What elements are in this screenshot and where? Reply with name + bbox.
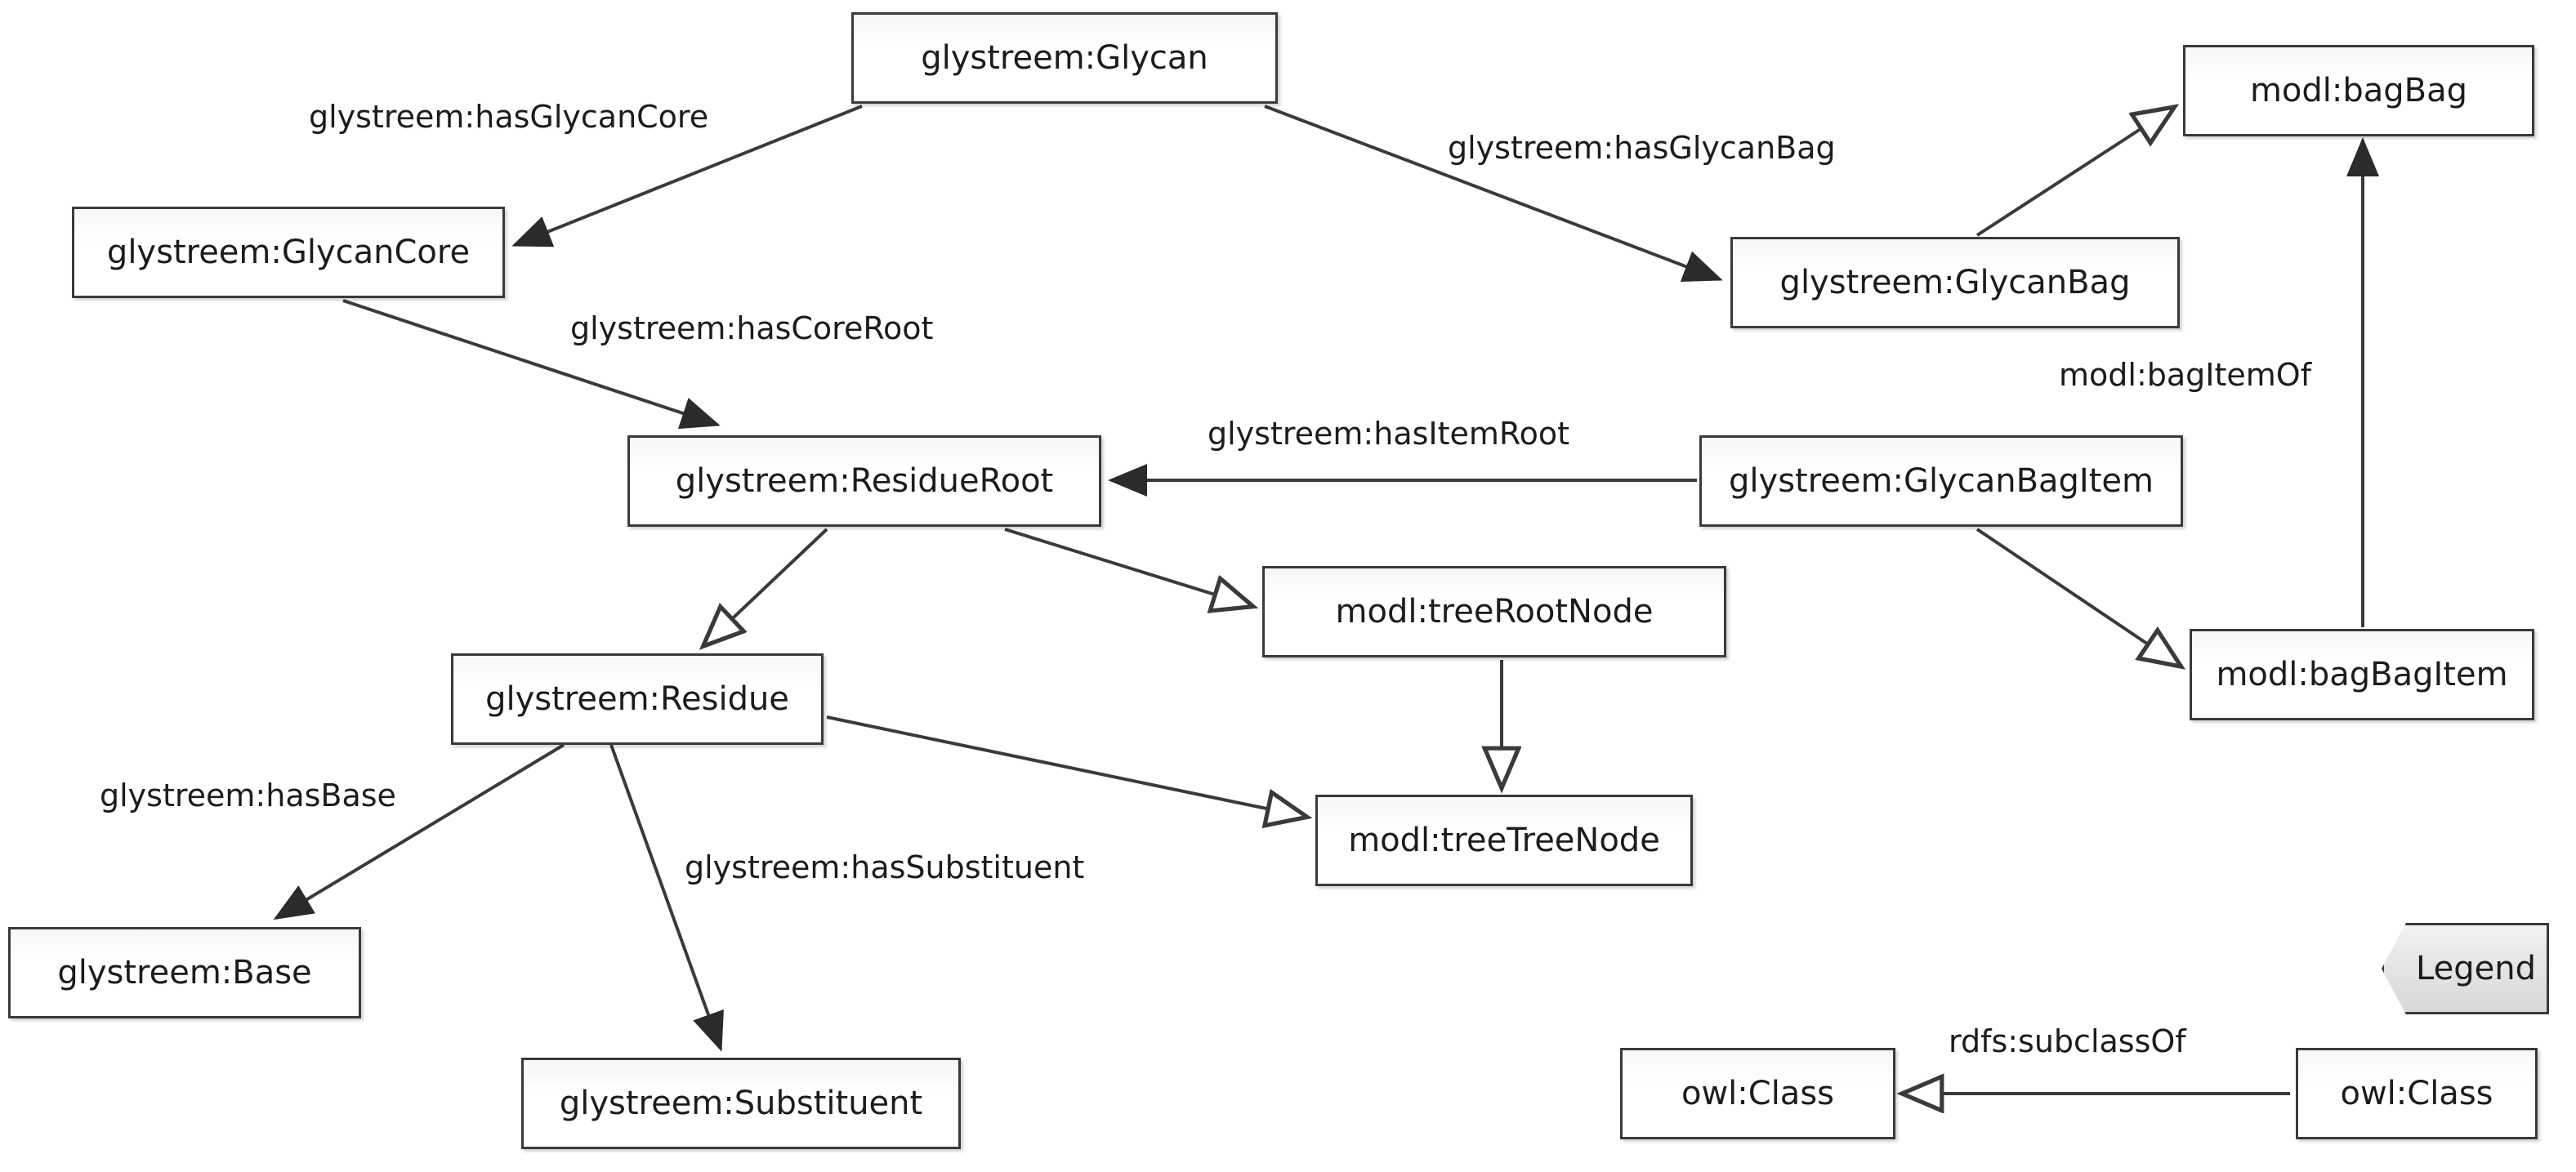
class-node-owlClassLeft[interactable]: owl:Class [1620, 1048, 1895, 1139]
class-node-label: glystreem:ResidueRoot [675, 462, 1054, 500]
class-node-label: glystreem:Residue [485, 680, 789, 718]
class-node-owlClassRight[interactable]: owl:Class [2296, 1048, 2538, 1139]
legend-label: Legend [2416, 950, 2536, 987]
class-node-label: glystreem:Base [57, 954, 312, 992]
class-node-bagBag[interactable]: modl:bagBag [2183, 45, 2534, 136]
edge-label-bagBagItem-to-bagBag: modl:bagItemOf [2059, 357, 2312, 393]
edge-residue-to-base [273, 743, 565, 920]
edge-glycanBag-to-bagBag [1976, 108, 2173, 237]
edge-label-glycan-to-glycanCore: glystreem:hasGlycanCore [309, 99, 709, 135]
edge-residueRoot-to-residue [704, 528, 828, 645]
class-node-base[interactable]: glystreem:Base [8, 927, 361, 1018]
class-node-label: glystreem:GlycanCore [106, 234, 471, 271]
class-node-label: glystreem:GlycanBagItem [1729, 462, 2154, 500]
edge-label-owlClassRight-to-owlClassLeft: rdfs:subclassOf [1949, 1023, 2186, 1059]
class-node-glycanBag[interactable]: glystreem:GlycanBag [1730, 237, 2180, 328]
edge-label-residue-to-substituent: glystreem:hasSubstituent [685, 849, 1085, 885]
edge-glycan-to-glycanBag [1264, 105, 1723, 283]
class-node-glycan[interactable]: glystreem:Glycan [851, 12, 1278, 104]
edge-label-glycan-to-glycanBag: glystreem:hasGlycanBag [1448, 130, 1836, 166]
edge-glycanBagItem-to-bagBagItem [1976, 528, 2180, 666]
class-node-label: modl:treeRootNode [1335, 593, 1654, 631]
class-node-bagBagItem[interactable]: modl:bagBagItem [2190, 629, 2534, 720]
edge-glycan-to-glycanCore [511, 105, 863, 247]
class-node-residue[interactable]: glystreem:Residue [451, 653, 824, 745]
edge-label-glycanCore-to-residueRoot: glystreem:hasCoreRoot [570, 310, 934, 346]
class-node-label: owl:Class [2340, 1075, 2493, 1112]
edge-residue-to-treeTreeNode [826, 715, 1306, 817]
edge-label-glycanBagItem-to-residueRoot: glystreem:hasItemRoot [1208, 416, 1569, 452]
legend-badge[interactable]: Legend [2382, 923, 2549, 1014]
class-node-label: glystreem:Substituent [559, 1085, 923, 1122]
class-node-label: glystreem:GlycanBag [1779, 264, 2131, 301]
class-node-label: modl:treeTreeNode [1348, 822, 1660, 859]
class-node-residueRoot[interactable]: glystreem:ResidueRoot [627, 435, 1101, 527]
class-node-label: modl:bagBagItem [2216, 656, 2508, 693]
class-node-label: modl:bagBag [2249, 72, 2468, 109]
class-node-glycanCore[interactable]: glystreem:GlycanCore [72, 207, 505, 298]
edge-residueRoot-to-treeRootNode [1004, 528, 1252, 606]
class-node-label: glystreem:Glycan [921, 39, 1208, 77]
edge-glycanCore-to-residueRoot [342, 299, 721, 430]
class-node-substituent[interactable]: glystreem:Substituent [521, 1058, 961, 1149]
edge-residue-to-substituent [609, 744, 724, 1052]
edge-label-residue-to-base: glystreem:hasBase [100, 778, 396, 813]
class-node-treeTreeNode[interactable]: modl:treeTreeNode [1315, 795, 1693, 886]
class-node-label: owl:Class [1681, 1075, 1834, 1112]
edge-lines [273, 105, 2379, 1094]
class-node-treeRootNode[interactable]: modl:treeRootNode [1262, 566, 1726, 657]
class-node-glycanBagItem[interactable]: glystreem:GlycanBagItem [1699, 435, 2183, 527]
